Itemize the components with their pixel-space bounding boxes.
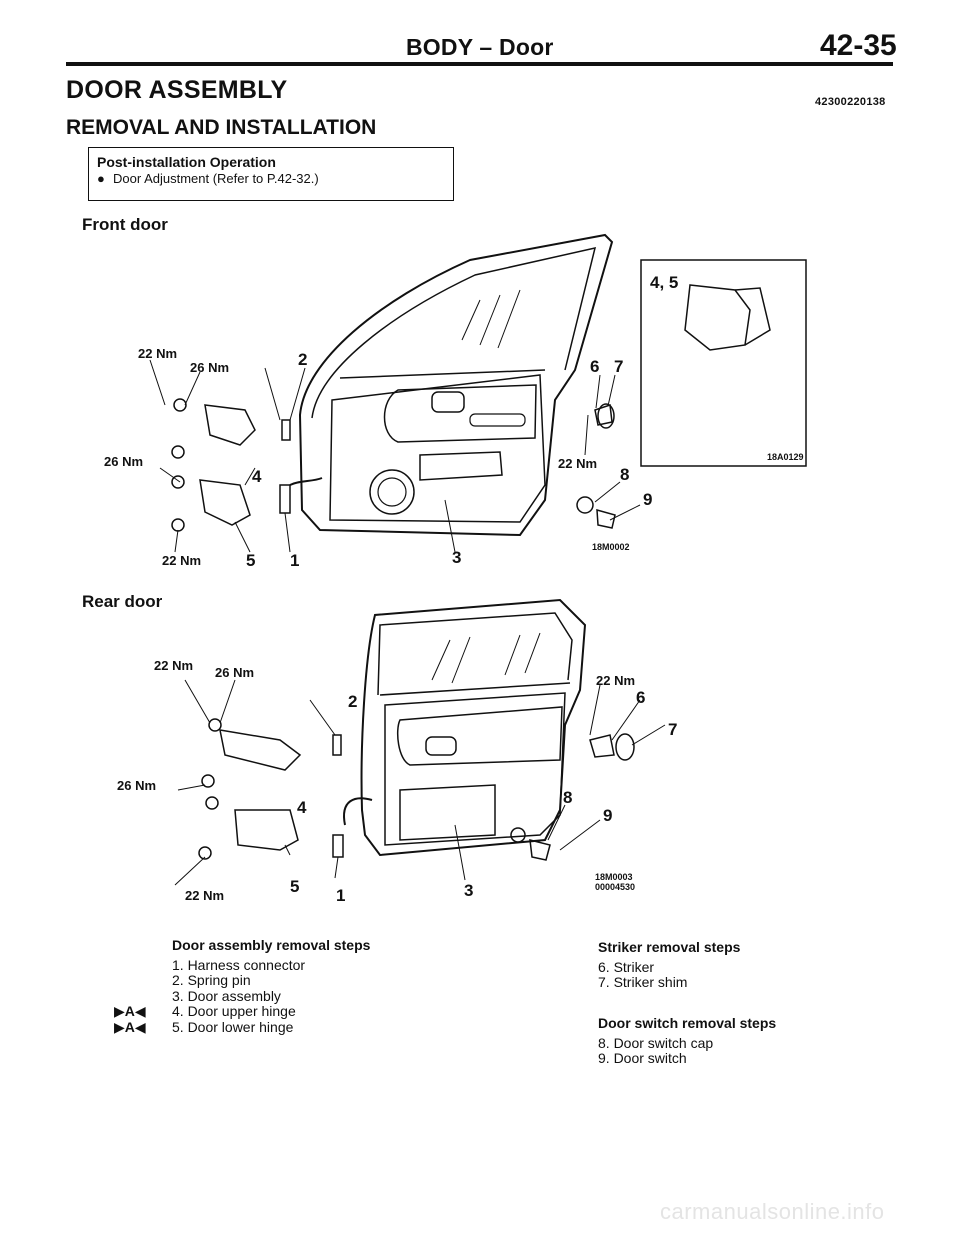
step-text: 4. Door upper hinge [172, 1003, 296, 1019]
callout-1: 1 [290, 551, 299, 570]
spring-pin-icon [281, 419, 291, 441]
section-subtitle: REMOVAL AND INSTALLATION [66, 116, 377, 139]
lower-hinge-icon [234, 809, 299, 851]
upper-hinge-icon [204, 404, 256, 446]
torque-label: 26 Nm [117, 778, 156, 793]
list-item: ▶A◀ 4. Door upper hinge [114, 1003, 370, 1020]
list-item: 9. Door switch [598, 1050, 687, 1066]
door-switch-steps: Door switch removal steps 8. Door switch… [598, 1015, 777, 1067]
header-rule [66, 62, 893, 66]
post-installation-box: Post-installation Operation ● Door Adjust… [88, 147, 454, 201]
door-assembly-steps: Door assembly removal steps 1. Harness c… [114, 937, 371, 1036]
front-door-trim [329, 374, 546, 523]
callout-6: 6 [590, 357, 599, 376]
door-switch-steps-title: Door switch removal steps [598, 1015, 777, 1031]
callout-8: 8 [620, 465, 629, 484]
rear-door-label: Rear door [82, 592, 163, 611]
striker-shim-icon [597, 403, 615, 429]
rear-door-window-frame [377, 612, 573, 696]
callout-6: 6 [636, 688, 645, 707]
bolt-icon [173, 398, 187, 412]
page-number: 42-35 [820, 29, 897, 62]
callout-9: 9 [603, 806, 612, 825]
harness-connector-icon [332, 834, 344, 858]
torque-label: 22 Nm [162, 553, 201, 568]
bolt-icon [208, 718, 222, 732]
callout-3: 3 [464, 881, 473, 900]
post-installation-item-text: Door Adjustment (Refer to P.42-32.) [113, 171, 319, 186]
striker-icon [594, 403, 613, 426]
step-text: 2. Spring pin [172, 972, 251, 988]
callout-5: 5 [246, 551, 255, 570]
post-installation-item: ● Door Adjustment (Refer to P.42-32.) [97, 171, 453, 187]
striker-steps-title: Striker removal steps [598, 939, 741, 955]
torque-label: 26 Nm [190, 360, 229, 375]
rear-door-outline [360, 598, 587, 857]
list-item: ▶A◀ 5. Door lower hinge [114, 1018, 370, 1036]
callout-9: 9 [643, 490, 652, 509]
list-item: 6. Striker [598, 958, 655, 975]
step-text: 1. Harness connector [172, 956, 306, 973]
spring-pin-icon [332, 734, 342, 756]
door-handle-icon [431, 391, 465, 413]
post-installation-title: Post-installation Operation [97, 154, 276, 170]
rear-door-trim [384, 692, 566, 846]
list-item: 1. Harness connector [172, 956, 370, 974]
striker-shim-icon [615, 733, 635, 761]
torque-label: 22 Nm [138, 346, 177, 361]
list-item: 8. Door switch cap [598, 1034, 714, 1051]
door-switch-icon [529, 839, 551, 861]
door-handle-icon [425, 736, 457, 756]
callout-8: 8 [563, 788, 572, 807]
hinge-detail-inset [640, 259, 807, 467]
front-door-diagram: 22 Nm 26 Nm 26 Nm 22 Nm 22 Nm 2 4 5 1 3 … [104, 233, 807, 570]
torque-label: 26 Nm [104, 454, 143, 469]
callout-5: 5 [290, 877, 299, 896]
torque-label: 22 Nm [185, 888, 224, 903]
torque-label: 22 Nm [596, 673, 635, 688]
figure-code: 18M0002 [592, 542, 630, 552]
bullet-icon: ● [97, 171, 105, 186]
rear-door-diagram: 22 Nm 26 Nm 26 Nm 22 Nm 22 Nm 2 4 5 1 3 … [117, 598, 677, 905]
callout-2: 2 [348, 692, 357, 711]
torque-label: 22 Nm [154, 658, 193, 673]
header-title: BODY – Door [406, 34, 554, 60]
callout-2: 2 [298, 350, 307, 369]
list-item: 3. Door assembly [172, 987, 370, 1005]
callout-4-5: 4, 5 [650, 273, 678, 292]
list-item: 2. Spring pin [172, 972, 370, 989]
front-door-outline [298, 233, 614, 537]
callout-3: 3 [452, 548, 461, 567]
document-code: 42300220138 [815, 96, 886, 108]
torque-label: 22 Nm [558, 456, 597, 471]
callout-1: 1 [336, 886, 345, 905]
striker-steps: Striker removal steps 6. Striker 7. Stri… [598, 939, 741, 991]
striker-icon [589, 734, 615, 758]
torque-label: 26 Nm [215, 665, 254, 680]
page-title: DOOR ASSEMBLY [66, 76, 288, 104]
upper-hinge-icon [219, 729, 302, 771]
front-door-label: Front door [82, 215, 168, 234]
harness-connector-icon [279, 484, 291, 514]
step-text: 3. Door assembly [172, 987, 281, 1004]
door-switch-icon [596, 508, 616, 529]
speaker-icon [369, 469, 415, 515]
step-text: 5. Door lower hinge [172, 1018, 294, 1035]
door-switch-cap-icon [576, 496, 594, 514]
list-item: 7. Striker shim [598, 974, 688, 990]
lower-hinge-icon [199, 479, 251, 526]
door-assembly-steps-title: Door assembly removal steps [172, 937, 371, 953]
figure-code: 00004530 [595, 882, 635, 892]
callout-7: 7 [614, 357, 623, 376]
door-switch-cap-icon [510, 827, 526, 843]
step-marker: ▶A◀ [114, 1003, 146, 1019]
step-marker: ▶A◀ [114, 1018, 146, 1035]
callout-4: 4 [297, 798, 307, 817]
inset-figure-code: 18A0129 [767, 452, 804, 462]
watermark: carmanualsonline.info [660, 1199, 885, 1224]
callout-7: 7 [668, 720, 677, 739]
front-door-window-frame [311, 247, 597, 419]
callout-4: 4 [252, 467, 262, 486]
figure-code: 18M0003 [595, 872, 633, 882]
